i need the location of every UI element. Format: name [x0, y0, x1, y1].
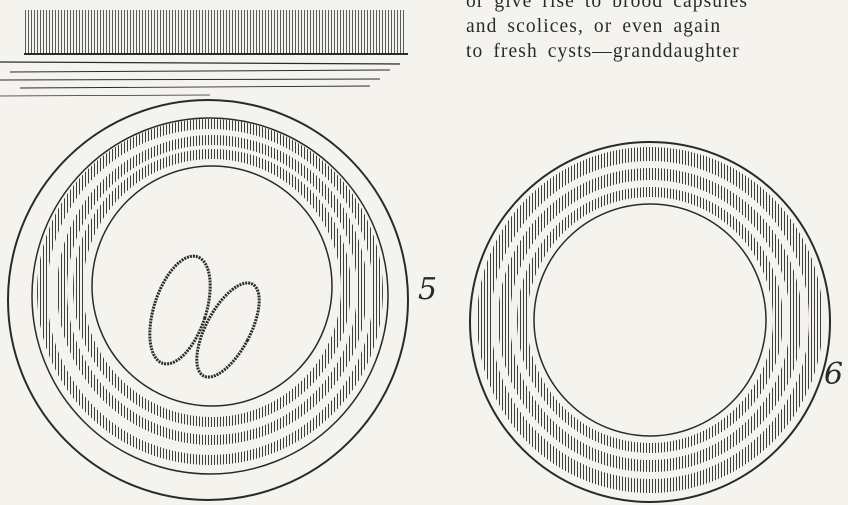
figure-label-5: 5: [418, 272, 437, 307]
epithelium-strip: [0, 10, 408, 96]
figure-6-cyst: [470, 142, 830, 502]
figure-5-cyst: [8, 100, 408, 500]
figure-label-6: 6: [824, 357, 843, 392]
body-text-line-1: or give rise to brood capsules: [466, 0, 748, 13]
body-text-line-2: and scolices, or even again: [466, 16, 721, 38]
body-text-line-3: to fresh cysts—granddaughter: [466, 41, 740, 63]
